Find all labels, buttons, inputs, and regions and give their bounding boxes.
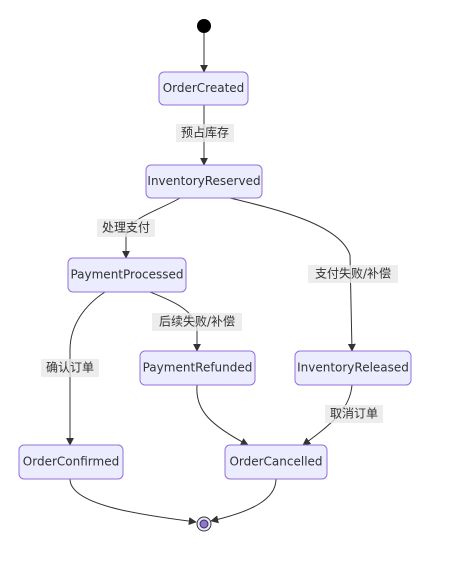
edge-inventoryreserved-to-inventoryreleased	[229, 197, 356, 352]
state-ordercreated-label: OrderCreated	[163, 81, 245, 95]
state-ordercancelled-label: OrderCancelled	[229, 455, 322, 469]
edge-label-later-failed-text: 后续失败/补偿	[159, 314, 235, 329]
edge-label-cancel-order-text: 取消订单	[330, 407, 378, 421]
state-paymentrefunded[interactable]: PaymentRefunded	[139, 350, 256, 386]
edge-ordercancelled-to-end	[210, 478, 277, 524]
edge-label-payment-failed: 支付失败/补偿	[308, 265, 398, 283]
edge-paymentprocessed-to-orderconfirmed	[66, 291, 106, 446]
edge-label-process-payment: 处理支付	[97, 219, 155, 237]
state-inventoryreleased-label: InventoryReleased	[297, 361, 409, 375]
edge-label-payment-failed-text: 支付失败/补偿	[315, 266, 391, 281]
state-ordercancelled[interactable]: OrderCancelled	[224, 444, 328, 480]
edge-paymentrefunded-to-ordercancelled	[196, 384, 249, 446]
state-orderconfirmed[interactable]: OrderConfirmed	[18, 444, 124, 480]
state-ordercreated[interactable]: OrderCreated	[158, 71, 249, 106]
start-node	[197, 19, 211, 33]
state-paymentrefunded-label: PaymentRefunded	[143, 361, 253, 375]
end-node	[196, 516, 212, 532]
edge-label-reserve-inventory: 预占库存	[176, 124, 234, 142]
state-orderconfirmed-label: OrderConfirmed	[23, 455, 119, 469]
edge-label-cancel-order: 取消订单	[325, 405, 383, 423]
edge-label-confirm-order: 确认订单	[41, 359, 99, 377]
edge-label-reserve-inventory-text: 预占库存	[181, 125, 229, 140]
edge-orderconfirmed-to-end	[69, 478, 197, 526]
state-paymentprocessed[interactable]: PaymentProcessed	[67, 257, 187, 293]
edge-label-confirm-order-text: 确认订单	[46, 361, 94, 375]
state-inventoryreleased[interactable]: InventoryReleased	[294, 350, 412, 386]
state-paymentprocessed-label: PaymentProcessed	[70, 268, 183, 282]
edges	[66, 33, 356, 526]
edge-label-later-failed: 后续失败/补偿	[152, 313, 242, 331]
edge-label-process-payment-text: 处理支付	[102, 221, 150, 235]
state-inventoryreserved-label: InventoryReserved	[147, 174, 260, 188]
state-inventoryreserved[interactable]: InventoryReserved	[145, 164, 263, 199]
